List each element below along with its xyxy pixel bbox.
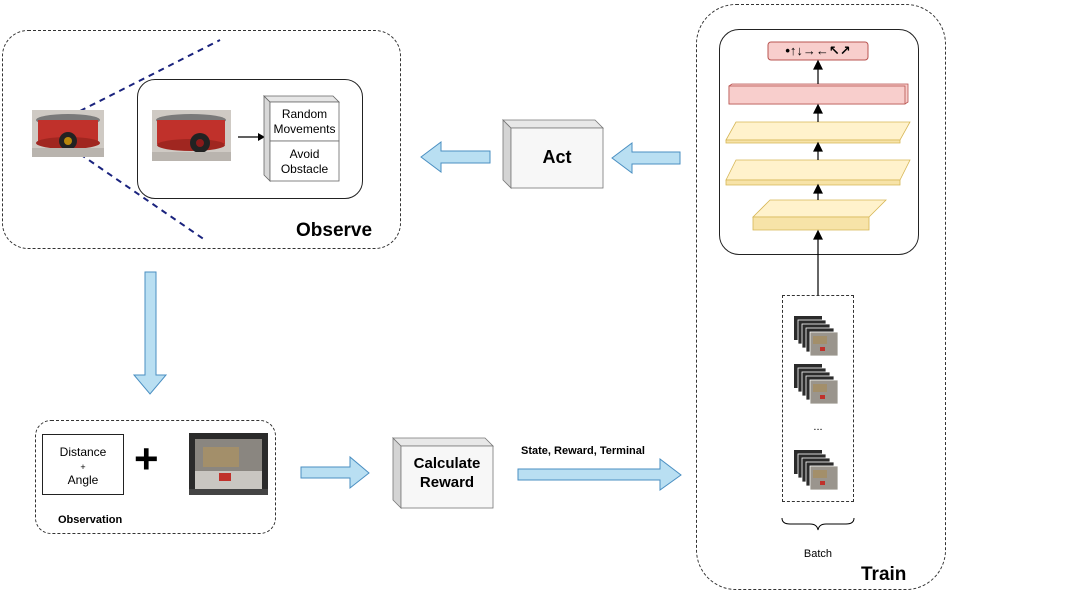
angle-label: Angle xyxy=(67,473,99,487)
observation-title: Observation xyxy=(58,514,123,526)
act-label: Act xyxy=(542,147,572,167)
observation-panel xyxy=(35,420,276,534)
observe-title: Observe xyxy=(296,220,373,241)
network-box xyxy=(719,29,919,255)
distance-angle-box xyxy=(42,434,124,495)
batch-box xyxy=(782,295,854,502)
observe-panel xyxy=(2,30,401,249)
train-title: Train xyxy=(861,564,907,585)
behavior-random-movements: Random Movements xyxy=(273,107,336,136)
distance-label: Distance xyxy=(59,445,107,459)
robot-icon-small xyxy=(32,110,104,157)
distance-plus-label: + xyxy=(80,462,86,472)
action-symbols: •↑↓→←↖↗ xyxy=(785,43,851,58)
batch-label: Batch xyxy=(803,548,833,560)
train-panel xyxy=(696,4,946,590)
batch-ellipsis: ... xyxy=(813,421,823,433)
behavior-avoid-obstacle: Avoid Obstacle xyxy=(280,147,329,176)
transition-label: State, Reward, Terminal xyxy=(521,445,645,457)
plus-symbol: + xyxy=(134,435,159,482)
reward-label: Reward xyxy=(419,474,475,491)
robot-icon-large xyxy=(152,110,231,161)
calculate-label: Calculate xyxy=(413,455,481,472)
camera-frame-icon xyxy=(189,433,268,495)
observe-inner-box xyxy=(137,79,363,199)
